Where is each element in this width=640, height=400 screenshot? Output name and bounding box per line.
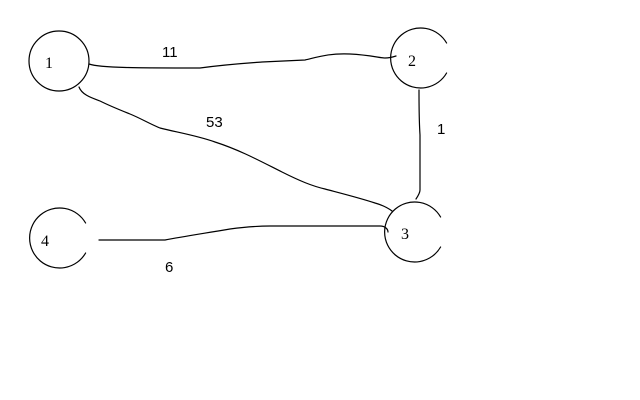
edge-2-3-weight: 1 bbox=[437, 121, 445, 138]
node-2-label: 2 bbox=[408, 53, 416, 70]
edge-1-2-weight: 11 bbox=[162, 44, 178, 61]
node-3: 3 bbox=[384, 201, 442, 263]
node-2: 2 bbox=[390, 27, 448, 89]
edge-1-3-weight: 53 bbox=[206, 114, 223, 131]
node-1: 1 bbox=[28, 30, 90, 92]
edge-4-3 bbox=[98, 225, 389, 241]
node-3-label: 3 bbox=[401, 226, 409, 243]
node-4: 4 bbox=[29, 207, 87, 269]
node-1-label: 1 bbox=[45, 55, 53, 72]
edge-4-3-weight: 6 bbox=[165, 259, 173, 276]
node-3-circle bbox=[384, 201, 442, 263]
node-4-circle bbox=[29, 207, 87, 269]
edge-1-3 bbox=[78, 86, 393, 212]
node-4-label: 4 bbox=[41, 233, 49, 250]
node-2-circle bbox=[390, 27, 448, 89]
node-1-circle bbox=[28, 30, 90, 92]
edge-1-2 bbox=[88, 53, 397, 69]
edge-2-3 bbox=[415, 89, 421, 200]
